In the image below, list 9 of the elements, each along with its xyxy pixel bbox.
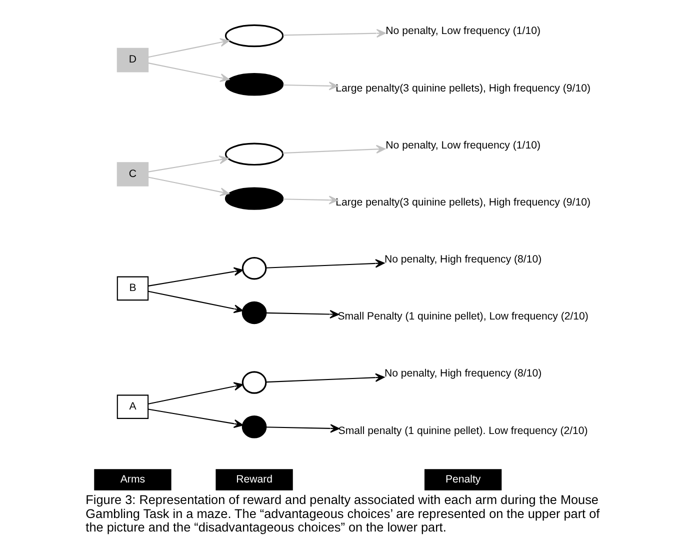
node-text: Small Penalty (1 quinine pellet), Low frequency (2/10) bbox=[338, 310, 588, 323]
caption: Figure 3: Representation of reward and penalty associated with each arm during the Mouse Gambling Task in a maze. The “advantageous choices’ are represented on the upper part of the picture and the “disadvantageous choices” on the lower part. bbox=[86, 493, 600, 535]
node-text: No penalty, Low frequency (1/10) bbox=[386, 25, 540, 38]
node-text: Large penalty(3 quinine pellets), High frequency (9/10) bbox=[336, 82, 590, 94]
node-text: No penalty, High frequency (8/10) bbox=[384, 254, 542, 266]
node-text: No penalty, High frequency (8/10) bbox=[384, 368, 542, 380]
node-text: No penalty, Low frequency (1/10) bbox=[386, 139, 540, 152]
node-text: Small penalty (1 quinine pellet). Low frequency (2/10) bbox=[338, 424, 588, 437]
node-text: Large penalty(3 quinine pellets), High frequency (9/10) bbox=[336, 196, 590, 208]
